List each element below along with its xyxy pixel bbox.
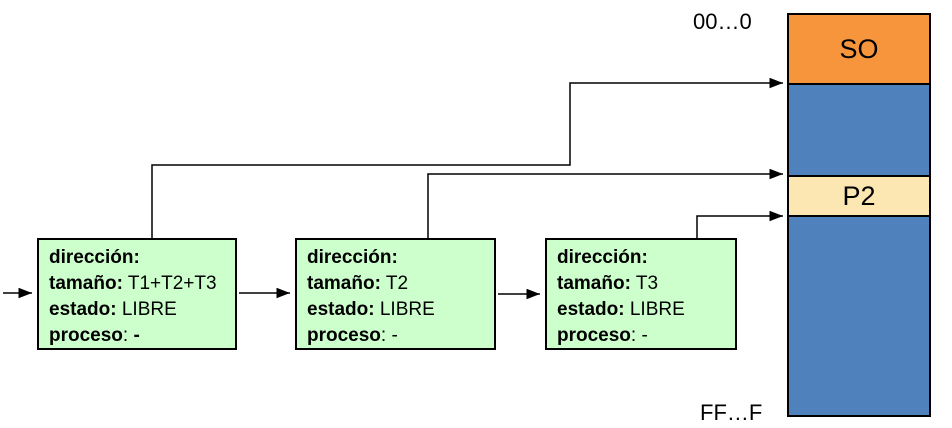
memory-segment-free-lower — [789, 215, 929, 415]
memory-end-address-label: FF…F — [700, 400, 763, 425]
field-proceso: proceso: - — [557, 325, 648, 346]
field-direccion: dirección: — [557, 247, 648, 268]
free-block-node-1: dirección: tamaño: T1+T2+T3 estado: LIBR… — [37, 238, 237, 350]
memory-segment-free-upper — [789, 83, 929, 175]
segment-label: P2 — [842, 180, 876, 211]
field-tamano: tamaño: T2 — [307, 273, 409, 294]
memory-start-address-label: 00…0 — [693, 9, 752, 34]
field-proceso: proceso: - — [49, 325, 140, 346]
field-direccion: dirección: — [49, 247, 140, 268]
field-estado: estado: LIBRE — [49, 299, 177, 320]
field-tamano: tamaño: T3 — [557, 273, 659, 294]
direccion-pointer-node1-to-free-upper — [151, 77, 783, 238]
segment-label: SO — [839, 33, 879, 64]
field-proceso: proceso: - — [307, 325, 398, 346]
free-block-node-3: dirección: tamaño: T3 estado: LIBRE proc… — [545, 238, 737, 350]
field-estado: estado: LIBRE — [557, 299, 685, 320]
field-direccion: dirección: — [307, 247, 398, 268]
direccion-pointer-node2-to-p2-start — [427, 168, 783, 260]
field-estado: estado: LIBRE — [307, 299, 435, 320]
memory-segment-os: SO — [789, 15, 929, 83]
free-block-node-2: dirección: tamaño: T2 estado: LIBRE proc… — [295, 238, 496, 350]
memory-map-bar: SO P2 — [787, 13, 931, 417]
field-tamano: tamaño: T1+T2+T3 — [49, 273, 217, 294]
memory-segment-p2: P2 — [789, 175, 929, 215]
